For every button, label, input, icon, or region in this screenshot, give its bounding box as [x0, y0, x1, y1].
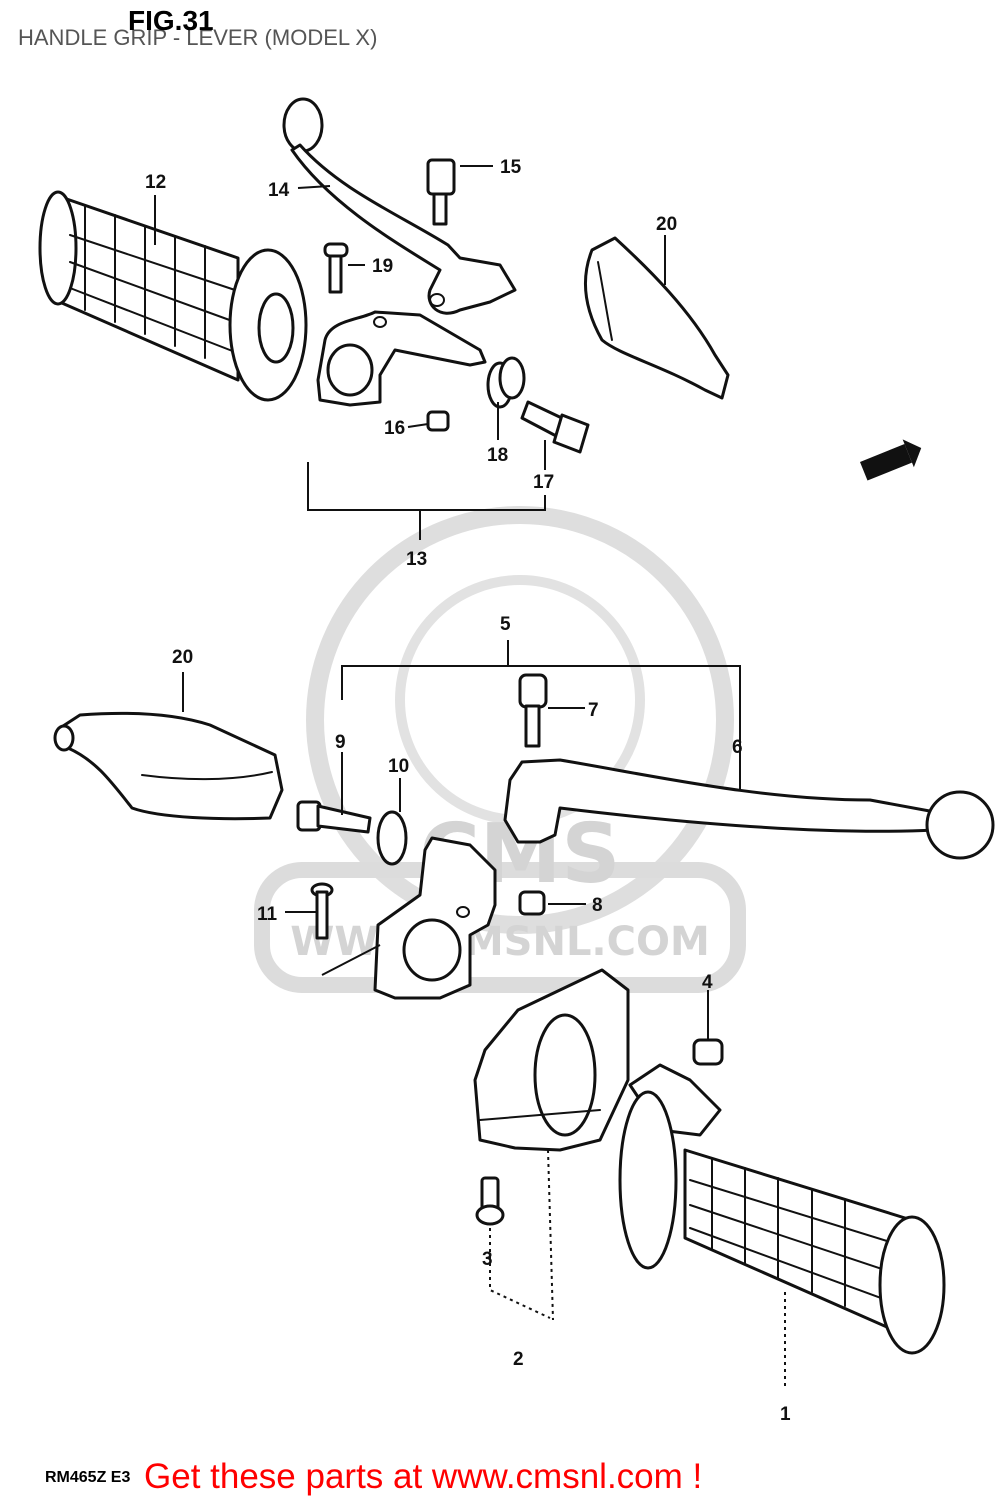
- left-lever-bracket: [316, 310, 487, 407]
- leader-lines: [154, 165, 709, 1040]
- callout-16: 16: [384, 418, 405, 439]
- callout-4: 4: [702, 972, 713, 993]
- callout-17: 17: [533, 472, 554, 493]
- callout-2: 2: [513, 1349, 524, 1370]
- part-18-adjuster-wheel: [486, 356, 526, 409]
- part-1-throttle-grip: [618, 1063, 946, 1355]
- watermark: CMS WWW.CMSNL.COM: [254, 506, 746, 993]
- group-13-bracket: [307, 462, 546, 540]
- part-19-screw: [323, 242, 349, 294]
- part-11-screw: [310, 882, 334, 940]
- callout-19: 19: [372, 256, 393, 277]
- callout-15: 15: [500, 157, 522, 178]
- part-4-cap: [692, 1038, 724, 1066]
- part-20-top-lever-cover: [583, 236, 730, 400]
- callout-1: 1: [780, 1404, 791, 1425]
- front-direction-icon: [860, 439, 922, 481]
- callout-18: 18: [487, 445, 508, 466]
- right-lever-clamp: [373, 836, 497, 1000]
- part-12-left-grip: [38, 190, 308, 402]
- callout-5: 5: [500, 614, 511, 635]
- callout-7: 7: [588, 700, 599, 721]
- watermark-url: WWW.CMSNL.COM: [290, 919, 710, 965]
- part-20-bottom-lever-cover: [53, 711, 284, 821]
- figure-label: FIG.31: [128, 5, 214, 36]
- callout-9: 9: [335, 732, 346, 753]
- callout-6: 6: [732, 737, 743, 758]
- part-16-nut: [426, 410, 450, 432]
- part-3-screw: [475, 1176, 505, 1226]
- callout-11: 11: [257, 904, 278, 925]
- part-11-leader: [321, 944, 381, 976]
- part-15-pivot-bolt: [426, 158, 456, 226]
- callout-numbers: 1 2 3 4 5 6 7 8 9 10 11 12 13 14 15 16 1…: [145, 157, 791, 1425]
- part-17-adjuster-bolt: [520, 400, 590, 454]
- footer-link[interactable]: Get these parts at www.cmsnl.com !: [144, 1457, 702, 1496]
- callout-20-bottom: 20: [172, 647, 193, 668]
- part-8-nut: [518, 890, 546, 916]
- part-14-left-lever: [282, 97, 517, 315]
- part-6-right-lever: [503, 758, 995, 860]
- part-2-throttle-housing: [473, 968, 630, 1152]
- callout-12: 12: [145, 172, 166, 193]
- callout-10: 10: [388, 756, 409, 777]
- group-5-bracket: [341, 640, 741, 800]
- part-10-washer: [376, 810, 408, 866]
- callout-13: 13: [406, 549, 427, 570]
- part-7-pivot-bolt: [518, 673, 548, 748]
- callout-3: 3: [482, 1249, 493, 1270]
- model-code: RM465Z E3: [45, 1469, 130, 1486]
- callout-20-top: 20: [656, 214, 677, 235]
- callout-14: 14: [268, 180, 290, 201]
- callout-8: 8: [592, 895, 603, 916]
- part-9-bolt: [296, 800, 372, 834]
- part-2-dashed-leader: [489, 1149, 554, 1321]
- diagram-title: HANDLE GRIP - LEVER (MODEL X): [18, 25, 377, 50]
